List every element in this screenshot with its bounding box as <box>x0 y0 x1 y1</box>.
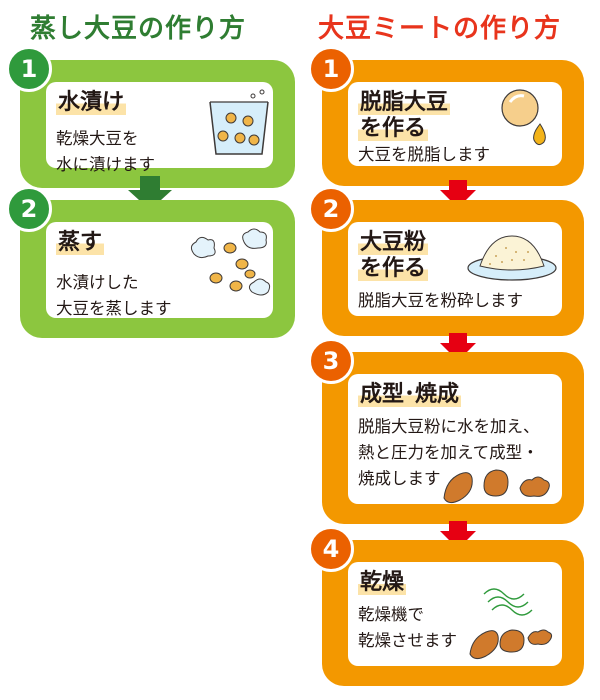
steamed-beans-icon <box>190 228 271 296</box>
soy-meat-pieces-icon <box>443 469 550 504</box>
left-column-title: 蒸し大豆の作り方 <box>30 14 247 44</box>
left-step-1: 水漬け 乾燥大豆を 水に漬けます 1 <box>6 46 295 188</box>
right-arrow-3 <box>440 521 476 549</box>
right-step-2: 大豆粉 を作る 脱脂大豆を粉砕します 2 <box>308 186 584 336</box>
left-step-2-heading: 蒸す <box>56 230 105 255</box>
left-step-1-description: 乾燥大豆を 水に漬けます <box>56 129 155 174</box>
left-step-2-card: 蒸す 水漬けした 大豆を蒸します <box>46 222 273 318</box>
right-step-4: 乾燥 乾燥機で 乾燥させます 4 <box>308 526 584 686</box>
right-step-4-heading: 乾燥 <box>358 570 407 595</box>
right-arrow-2 <box>440 333 476 361</box>
left-step-2-description: 水漬けした 大豆を蒸します <box>56 273 172 318</box>
right-step-3-heading: 成型･焼成 <box>358 382 462 407</box>
left-step-1-number: 1 <box>6 46 52 92</box>
drying-soy-meat-icon <box>469 588 553 660</box>
right-step-1: 脱脂大豆 を作る 大豆を脱脂します 1 <box>308 46 584 186</box>
bowl-of-soaking-beans-icon <box>209 89 269 155</box>
right-step-4-number: 4 <box>308 526 354 572</box>
right-column-title: 大豆ミートの作り方 <box>318 14 562 44</box>
right-step-1-description: 大豆を脱脂します <box>358 145 490 164</box>
right-step-3-description: 脱脂大豆粉に水を加え、 熱と圧力を加えて成型・ 焼成します <box>358 417 540 488</box>
left-arrow-1 <box>128 176 172 210</box>
right-step-2-description: 脱脂大豆を粉砕します <box>358 291 523 310</box>
left-step-2-number: 2 <box>6 186 52 232</box>
right-step-2-card: 大豆粉 を作る 脱脂大豆を粉砕します <box>348 222 562 316</box>
soy-flour-plate-icon <box>467 235 557 281</box>
soybean-oil-drop-icon <box>501 89 546 146</box>
right-step-2-number: 2 <box>308 186 354 232</box>
right-arrow-1 <box>440 180 476 208</box>
right-step-1-number: 1 <box>308 46 354 92</box>
right-step-3-number: 3 <box>308 338 354 384</box>
right-step-4-card: 乾燥 乾燥機で 乾燥させます <box>348 562 562 666</box>
right-step-4-description: 乾燥機で 乾燥させます <box>358 605 457 650</box>
right-step-1-heading: 脱脂大豆 を作る <box>358 90 451 141</box>
right-step-3-card: 成型･焼成 脱脂大豆粉に水を加え、 熱と圧力を加えて成型・ 焼成します <box>348 374 562 504</box>
left-step-2: 蒸す 水漬けした 大豆を蒸します 2 <box>6 186 295 338</box>
right-step-3: 成型･焼成 脱脂大豆粉に水を加え、 熱と圧力を加えて成型・ 焼成します 3 <box>308 338 584 524</box>
left-step-1-heading: 水漬け <box>56 90 127 115</box>
left-step-1-card: 水漬け 乾燥大豆を 水に漬けます <box>46 82 273 174</box>
right-step-1-card: 脱脂大豆 を作る 大豆を脱脂します <box>348 82 562 166</box>
right-step-2-heading: 大豆粉 を作る <box>358 230 429 281</box>
